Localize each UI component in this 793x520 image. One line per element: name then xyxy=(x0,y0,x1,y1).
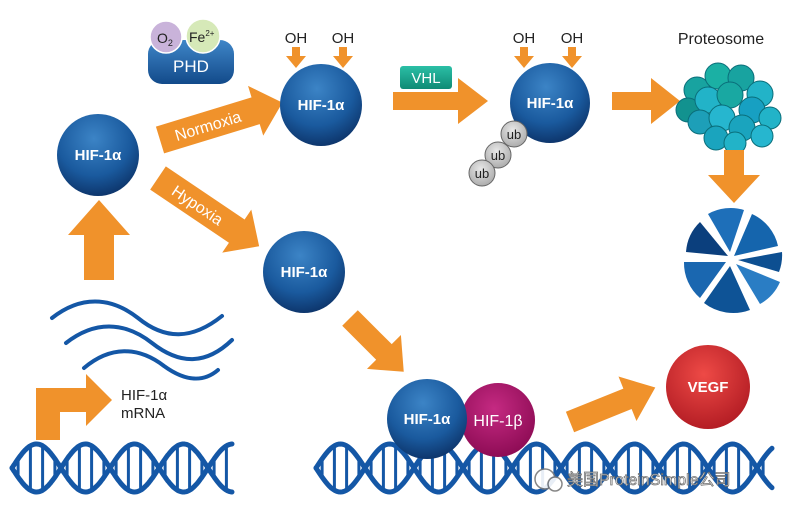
transcription-arrow xyxy=(565,376,656,433)
hif1a-main-molecule xyxy=(57,114,139,196)
fe-label: Fe2+ xyxy=(189,29,215,45)
oh-label-4: OH xyxy=(561,30,584,47)
fragmentation-arrow xyxy=(708,150,760,203)
degradation-arrow xyxy=(612,78,680,124)
fe-cofactor xyxy=(185,18,221,54)
dna-backbone-1 xyxy=(9,441,235,495)
mrna-strands xyxy=(50,299,234,381)
oh-label-3: OH xyxy=(513,30,536,47)
phd-label: PHD xyxy=(173,57,209,76)
oh-label-1: OH xyxy=(285,30,308,47)
vegf-molecule xyxy=(666,345,750,429)
hif1a-main-label: HIF-1α xyxy=(75,147,123,164)
oh-arrow-1 xyxy=(286,47,306,68)
hif1a-normoxia-label: HIF-1α xyxy=(298,97,346,114)
dna-backbone-2 xyxy=(9,441,235,495)
ub-label-1: ub xyxy=(507,127,521,142)
hif1a-dna-molecule xyxy=(387,379,467,459)
hif1a-normoxia-molecule xyxy=(280,64,362,146)
oh-arrow-3 xyxy=(514,47,534,68)
dna-backbone-2 xyxy=(313,441,775,495)
vhl-badge xyxy=(400,66,452,89)
ub-label-2: ub xyxy=(491,148,505,163)
hif1a-vhl-molecule xyxy=(510,63,590,143)
hypoxia-arrow: Hypoxia xyxy=(150,166,260,253)
hif1a-dna-label: HIF-1α xyxy=(404,411,452,428)
translation-arrow xyxy=(68,200,130,280)
vhl-binding-arrow xyxy=(393,78,488,124)
phd-enzyme: O2 Fe2+ PHD xyxy=(148,18,234,84)
oh-arrow-4 xyxy=(562,47,582,68)
ubiquitinated-hif1a: OH OH HIF-1α ub ub ub xyxy=(468,30,590,187)
mrna-label-line2: mRNA xyxy=(121,405,165,422)
normoxia-arrow: Normoxia xyxy=(155,85,283,154)
hif1a-hypoxia-label: HIF-1α xyxy=(281,264,329,281)
o2-label: O2 xyxy=(157,30,173,48)
hif1b-molecule xyxy=(461,383,535,457)
proteosome-label: Proteosome xyxy=(678,31,764,48)
hydroxylated-hif1a: OH OH HIF-1α xyxy=(280,30,362,146)
ubiquitin-1 xyxy=(500,120,528,148)
vhl-label: VHL xyxy=(411,70,440,87)
oh-label-2: OH xyxy=(332,30,355,47)
vegf-label: VEGF xyxy=(688,379,729,396)
ubiquitin-2 xyxy=(484,141,512,169)
o2-cofactor xyxy=(149,20,183,54)
proteosome-complex xyxy=(675,62,782,155)
hif1b-label: HIF-1β xyxy=(473,413,522,430)
hif1a-hypoxia-molecule xyxy=(263,231,345,313)
ub-label-3: ub xyxy=(475,166,489,181)
transcription-start-arrow xyxy=(36,374,112,440)
degraded-fragments xyxy=(683,208,783,313)
ubiquitin-3 xyxy=(468,159,496,187)
hif1a-vhl-label: HIF-1α xyxy=(527,95,575,112)
mrna-label-line1: HIF-1α xyxy=(121,387,168,404)
translocation-arrow xyxy=(342,310,404,372)
oh-arrow-2 xyxy=(333,47,353,68)
watermark: 美国ProteinSimple公司 xyxy=(534,468,731,492)
dna-helix-left xyxy=(9,441,235,495)
watermark-text: 美国ProteinSimple公司 xyxy=(567,471,731,489)
